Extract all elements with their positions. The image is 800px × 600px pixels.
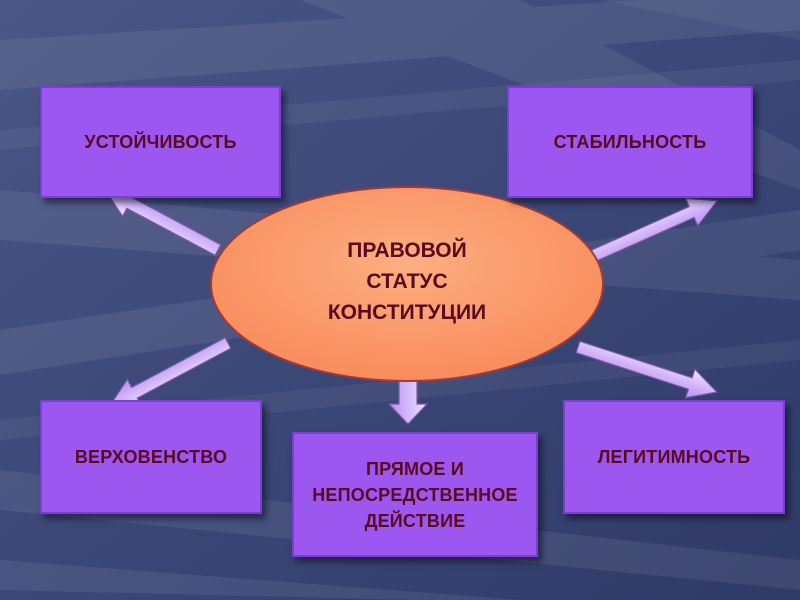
- arrow-to-legitimnost: [575, 340, 719, 399]
- property-box-verkhovenstvo: ВЕРХОВЕНСТВО: [40, 400, 262, 514]
- property-box-legitimnost: ЛЕГИТИМНОСТЬ: [563, 400, 785, 514]
- property-label: УСТОЙЧИВОСТЬ: [84, 132, 237, 152]
- center-ellipse: [210, 186, 604, 382]
- property-box-ustoichivost: УСТОЙЧИВОСТЬ: [40, 86, 281, 198]
- arrow-to-verkhovenstvo: [108, 336, 232, 407]
- property-box-pryamoe-deistvie: ПРЯМОЕ И НЕПОСРЕДСТВЕННОЕ ДЕЙСТВИЕ: [292, 432, 538, 557]
- property-label: ЛЕГИТИМНОСТЬ: [597, 447, 751, 467]
- property-label: ПРЯМОЕ И НЕПОСРЕДСТВЕННОЕ ДЕЙСТВИЕ: [312, 458, 518, 531]
- center-title: ПРАВОВОЙ СТАТУС КОНСТИТУЦИИ: [327, 238, 487, 324]
- property-label: СТАБИЛЬНОСТЬ: [553, 132, 707, 152]
- arrow-to-pryamoe: [387, 377, 429, 425]
- arrow-to-stabilnost: [589, 197, 719, 263]
- property-label: ВЕРХОВЕНСТВО: [74, 447, 228, 467]
- property-box-stabilnost: СТАБИЛЬНОСТЬ: [507, 86, 753, 198]
